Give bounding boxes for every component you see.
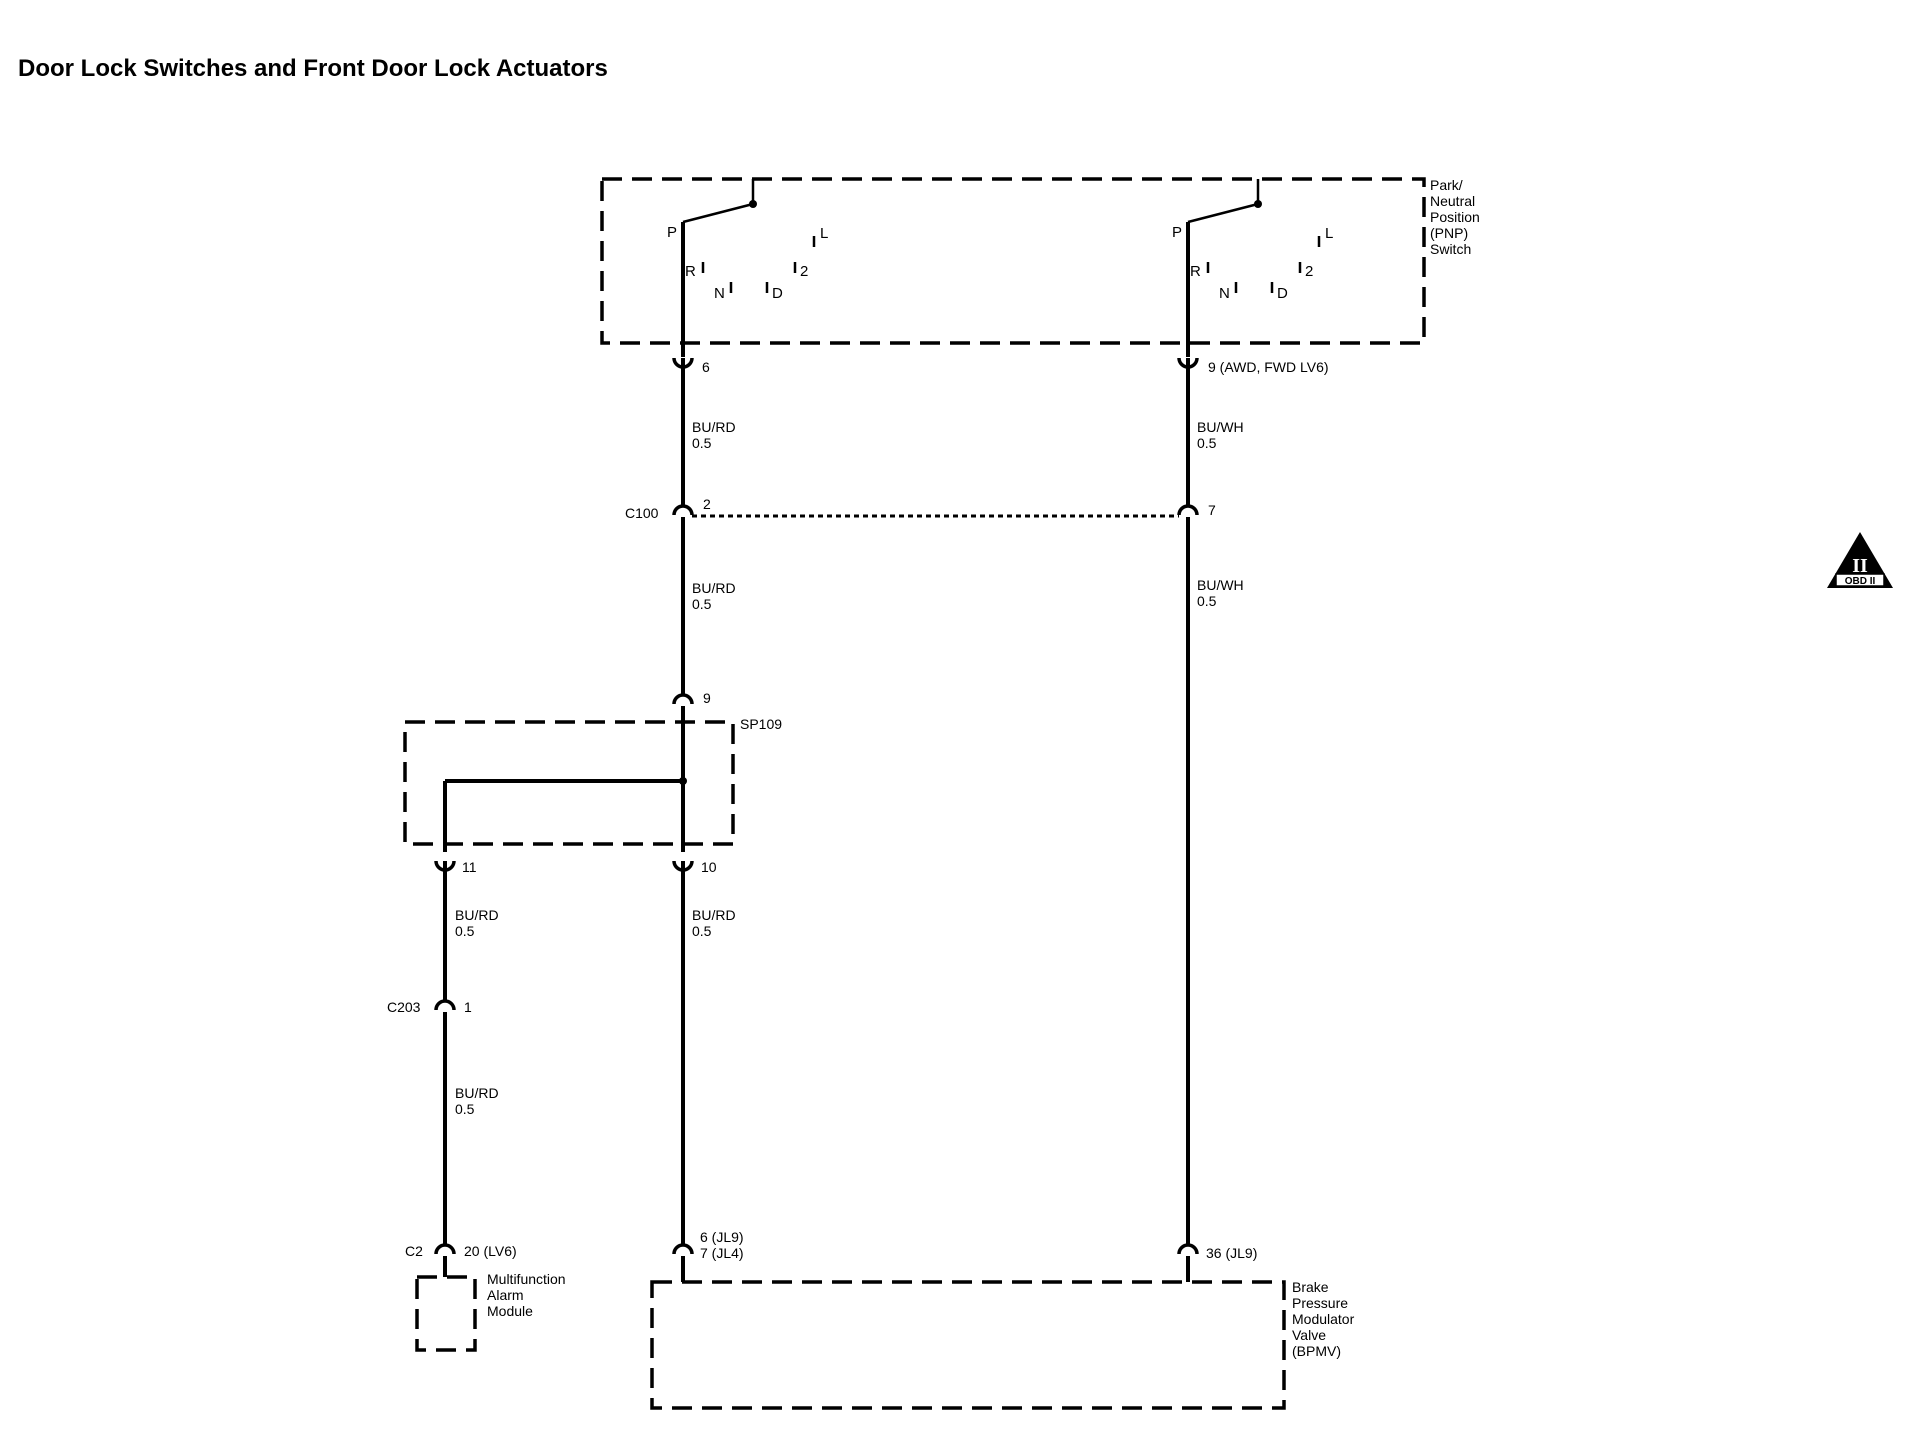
- svg-text:0.5: 0.5: [692, 923, 712, 939]
- left-circuit: [434, 222, 694, 1282]
- svg-text:BU/WH: BU/WH: [1197, 419, 1244, 435]
- connector-bpmv-36: [1177, 1243, 1199, 1255]
- pnp-switch-label: Park/ Neutral Position (PNP) Switch: [1430, 177, 1480, 257]
- svg-text:L: L: [1325, 225, 1333, 242]
- pin-bpmv-6: 6 (JL9): [700, 1229, 744, 1245]
- svg-text:L: L: [820, 225, 828, 242]
- svg-text:BU/RD: BU/RD: [455, 1085, 499, 1101]
- connector-c100-2: [672, 504, 694, 516]
- connector-c100-7: [1177, 504, 1199, 516]
- pin-c100-7: 7: [1208, 502, 1216, 518]
- pin-sp109-10: 10: [701, 859, 717, 875]
- connector-label-c2: C2: [405, 1243, 423, 1259]
- svg-text:0.5: 0.5: [692, 435, 712, 451]
- svg-text:Multifunction: Multifunction: [487, 1271, 566, 1287]
- wire-label-2: BU/WH 0.5: [1197, 419, 1244, 451]
- sp109-box: [403, 720, 735, 846]
- pin-bpmv-7: 7 (JL4): [700, 1245, 744, 1261]
- svg-text:2: 2: [1305, 263, 1313, 280]
- svg-text:Switch: Switch: [1430, 241, 1471, 257]
- pin-c100-2: 2: [703, 496, 711, 512]
- connector-bpmv-6: [672, 1243, 694, 1255]
- pin-sp109-9: 9: [703, 690, 711, 706]
- mfam-box: [415, 1275, 477, 1352]
- wire-label-7: BU/RD 0.5: [455, 1085, 499, 1117]
- pnp-switch-right: P R N D 2 L: [1172, 179, 1333, 302]
- svg-text:Neutral: Neutral: [1430, 193, 1475, 209]
- svg-text:Module: Module: [487, 1303, 533, 1319]
- svg-text:II: II: [1852, 555, 1868, 577]
- wire-label-3: BU/RD 0.5: [692, 580, 736, 612]
- wire-label-4: BU/WH 0.5: [1197, 577, 1244, 609]
- connector-label-c203: C203: [387, 999, 421, 1015]
- wire-label-5: BU/RD 0.5: [455, 907, 499, 939]
- wire-label-6: BU/RD 0.5: [692, 907, 736, 939]
- svg-text:P: P: [667, 224, 677, 241]
- pin-pnp-9: 9 (AWD, FWD LV6): [1208, 359, 1329, 375]
- obd-ii-icon: II OBD II: [1827, 532, 1893, 588]
- svg-text:0.5: 0.5: [1197, 593, 1217, 609]
- svg-text:2: 2: [800, 263, 808, 280]
- svg-text:Brake: Brake: [1292, 1279, 1329, 1295]
- svg-text:BU/RD: BU/RD: [455, 907, 499, 923]
- svg-text:R: R: [1190, 263, 1201, 280]
- sp109-label: SP109: [740, 716, 782, 732]
- svg-text:Pressure: Pressure: [1292, 1295, 1348, 1311]
- svg-text:(PNP): (PNP): [1430, 225, 1468, 241]
- svg-text:D: D: [1277, 285, 1288, 302]
- pin-c2-20: 20 (LV6): [464, 1243, 517, 1259]
- svg-text:0.5: 0.5: [455, 923, 475, 939]
- bpmv-box: [650, 1280, 1286, 1410]
- svg-text:N: N: [714, 285, 725, 302]
- svg-text:(BPMV): (BPMV): [1292, 1343, 1341, 1359]
- svg-text:0.5: 0.5: [1197, 435, 1217, 451]
- connector-c203-1: [434, 999, 456, 1011]
- pin-sp109-11: 11: [462, 859, 477, 875]
- pin-c203-1: 1: [464, 999, 472, 1015]
- svg-text:Park/: Park/: [1430, 177, 1463, 193]
- svg-text:P: P: [1172, 224, 1182, 241]
- svg-text:BU/WH: BU/WH: [1197, 577, 1244, 593]
- svg-text:Valve: Valve: [1292, 1327, 1326, 1343]
- wire-label-1: BU/RD 0.5: [692, 419, 736, 451]
- connector-c2-20: [434, 1243, 456, 1255]
- svg-text:BU/RD: BU/RD: [692, 907, 736, 923]
- connector-sp109-9: [672, 693, 694, 705]
- svg-text:D: D: [772, 285, 783, 302]
- pin-pnp-6: 6: [702, 359, 710, 375]
- svg-text:BU/RD: BU/RD: [692, 419, 736, 435]
- mfam-label: Multifunction Alarm Module: [487, 1271, 566, 1319]
- svg-text:N: N: [1219, 285, 1230, 302]
- svg-text:Position: Position: [1430, 209, 1480, 225]
- svg-text:OBD II: OBD II: [1845, 576, 1876, 587]
- pnp-switch-left: P R N D 2 L: [667, 179, 828, 302]
- pin-bpmv-36: 36 (JL9): [1206, 1245, 1257, 1261]
- right-circuit: [1177, 222, 1199, 1282]
- pnp-switch-box: [600, 177, 1426, 345]
- connector-label-c100: C100: [625, 505, 659, 521]
- svg-text:R: R: [685, 263, 696, 280]
- page-title: Door Lock Switches and Front Door Lock A…: [18, 55, 608, 82]
- svg-text:Alarm: Alarm: [487, 1287, 524, 1303]
- svg-text:0.5: 0.5: [455, 1101, 475, 1117]
- bpmv-label: Brake Pressure Modulator Valve (BPMV): [1292, 1279, 1355, 1359]
- svg-text:0.5: 0.5: [692, 596, 712, 612]
- svg-text:BU/RD: BU/RD: [692, 580, 736, 596]
- svg-text:Modulator: Modulator: [1292, 1311, 1355, 1327]
